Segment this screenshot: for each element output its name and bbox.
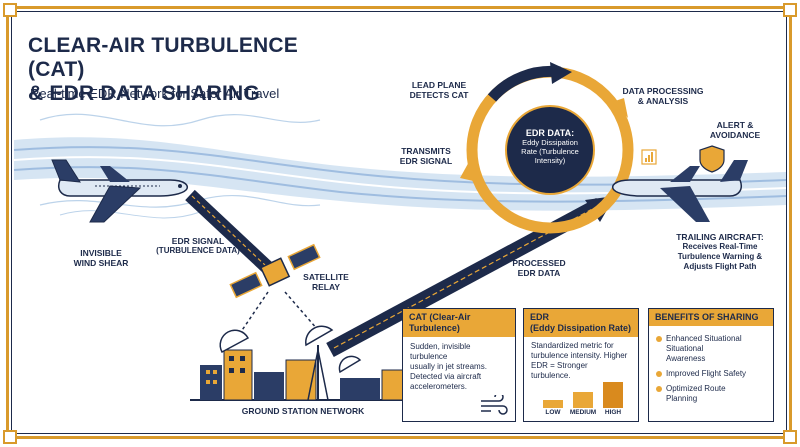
corner-ornament: [3, 3, 17, 17]
label-line: TRANSMITS: [401, 146, 451, 156]
label-line: EDR DATA: [517, 268, 561, 278]
label-line: PROCESSED: [512, 258, 566, 268]
label-trailing: TRAILING AIRCRAFT: Receives Real-Time Tu…: [660, 232, 780, 272]
card-cat-head: CAT (Clear-Air Turbulence): [403, 309, 515, 337]
label-transmits: TRANSMITS EDR SIGNAL: [396, 146, 456, 166]
label-wind-shear: INVISIBLE WIND SHEAR: [66, 248, 136, 268]
corner-ornament: [783, 430, 797, 444]
card-edr: EDR (Eddy Dissipation Rate) Standardized…: [523, 308, 639, 422]
edr-level-label: HIGH: [604, 409, 622, 416]
label-line: DATA PROCESSING: [622, 86, 704, 96]
edr-level-bar: [573, 392, 593, 408]
edr-level-bar: [603, 382, 623, 408]
card-line: Standardized metric for: [531, 341, 614, 350]
edr-level-column: HIGH: [598, 382, 628, 417]
label-line: LEAD PLANE: [411, 80, 467, 90]
edr-level-column: LOW: [538, 400, 568, 417]
page-title: CLEAR-AIR TURBULENCE (CAT) & EDR DATA SH…: [28, 34, 358, 106]
label-line: SATELLITE: [303, 272, 349, 282]
label-line: RELAY: [311, 282, 341, 292]
label-lead-plane: LEAD PLANE DETECTS CAT: [400, 80, 478, 100]
center-line: Eddy Dissipation: [522, 138, 578, 147]
center-line: Rate (Turbulence: [521, 147, 579, 156]
benefit-line: Improved Flight Safety: [666, 369, 747, 378]
label-subline: Turbulence Warning &: [677, 252, 763, 261]
edr-level-bar: [543, 400, 563, 408]
label-subline: Adjusts Flight Path: [683, 262, 757, 271]
card-line: usually in jet streams.: [410, 362, 487, 371]
edr-level-label: MEDIUM: [569, 409, 597, 416]
edr-level-column: MEDIUM: [568, 392, 598, 417]
label-subline: Receives Real-Time: [682, 242, 758, 251]
card-line: turbulence intensity. Higher: [531, 351, 628, 360]
card-line: Detected via aircraft: [410, 372, 482, 381]
corner-ornament: [783, 3, 797, 17]
label-processed: PROCESSED EDR DATA: [502, 258, 576, 278]
center-title: EDR DATA:: [525, 128, 575, 138]
card-head-line: EDR: [530, 312, 550, 322]
edr-center-text: EDR DATA: Eddy Dissipation Rate (Turbule…: [513, 128, 587, 165]
benefit-line: Planning: [666, 394, 698, 403]
label-edr-signal: EDR SIGNAL (TURBULENCE DATA): [148, 236, 248, 256]
card-head-line: (Eddy Dissipation Rate): [530, 323, 632, 333]
card-cat: CAT (Clear-Air Turbulence) Sudden, invis…: [402, 308, 516, 422]
label-line: DETECTS CAT: [409, 90, 469, 100]
card-cat-body: Sudden, invisible turbulence usually in …: [403, 337, 515, 397]
jet-stream-band: [13, 113, 787, 219]
label-satellite: SATELLITE RELAY: [296, 272, 356, 292]
benefit-item: Improved Flight Safety: [656, 369, 766, 379]
outer-frame: [6, 6, 792, 439]
corner-ornament: [3, 430, 17, 444]
page-subtitle: Real-time EDR Network for Safer Air Trav…: [30, 86, 280, 101]
satellite-icon: [229, 243, 321, 299]
label-line: INVISIBLE: [80, 248, 122, 258]
label-data-processing: DATA PROCESSING & ANALYSIS: [618, 86, 708, 106]
ground-station-icon: [190, 325, 420, 401]
label-line: AVOIDANCE: [709, 130, 761, 140]
card-line: EDR = Stronger: [531, 361, 588, 370]
label-line: WIND SHEAR: [73, 258, 129, 268]
card-benefits: BENEFITS OF SHARING Enhanced Situational…: [648, 308, 774, 422]
signal-bars-icon: [641, 149, 657, 165]
wind-icon: [481, 395, 508, 415]
label-alert: ALERT & AVOIDANCE: [700, 120, 770, 140]
card-benefits-head: BENEFITS OF SHARING: [649, 309, 773, 326]
title-line-1: CLEAR-AIR TURBULENCE (CAT): [28, 34, 298, 81]
benefit-line: Enhanced Situational: [666, 334, 742, 343]
label-line: ALERT &: [716, 120, 754, 130]
card-line: accelerometers.: [410, 382, 467, 391]
benefit-line: Optimized Route: [666, 384, 726, 393]
benefit-line: Awareness: [666, 354, 706, 363]
label-line: TRAILING AIRCRAFT:: [676, 232, 764, 242]
center-line: Intensity): [534, 156, 566, 165]
benefit-line: Situational: [666, 344, 704, 353]
card-line: turbulence.: [531, 371, 571, 380]
label-line: EDR SIGNAL: [171, 236, 225, 246]
card-edr-head: EDR (Eddy Dissipation Rate): [524, 309, 638, 337]
shield-icon: [699, 145, 725, 173]
inner-frame: [11, 11, 787, 434]
card-edr-body: Standardized metric for turbulence inten…: [524, 337, 638, 386]
label-line: & ANALYSIS: [637, 96, 689, 106]
card-line: Sudden, invisible turbulence: [410, 342, 471, 361]
title-line-2: & EDR DATA SHARING: [28, 82, 260, 105]
edr-bar-chart: LOW MEDIUM HIGH: [538, 379, 626, 417]
trailing-plane-icon: [611, 160, 748, 222]
edr-level-label: LOW: [545, 409, 561, 416]
label-ground-station: GROUND STATION NETWORK: [241, 406, 365, 416]
label-subline: (TURBULENCE DATA): [156, 246, 240, 255]
label-line: EDR SIGNAL: [399, 156, 453, 166]
lead-plane-icon: [51, 159, 189, 223]
edr-signal-beam: [185, 189, 273, 274]
cycle-ring: [460, 62, 634, 234]
